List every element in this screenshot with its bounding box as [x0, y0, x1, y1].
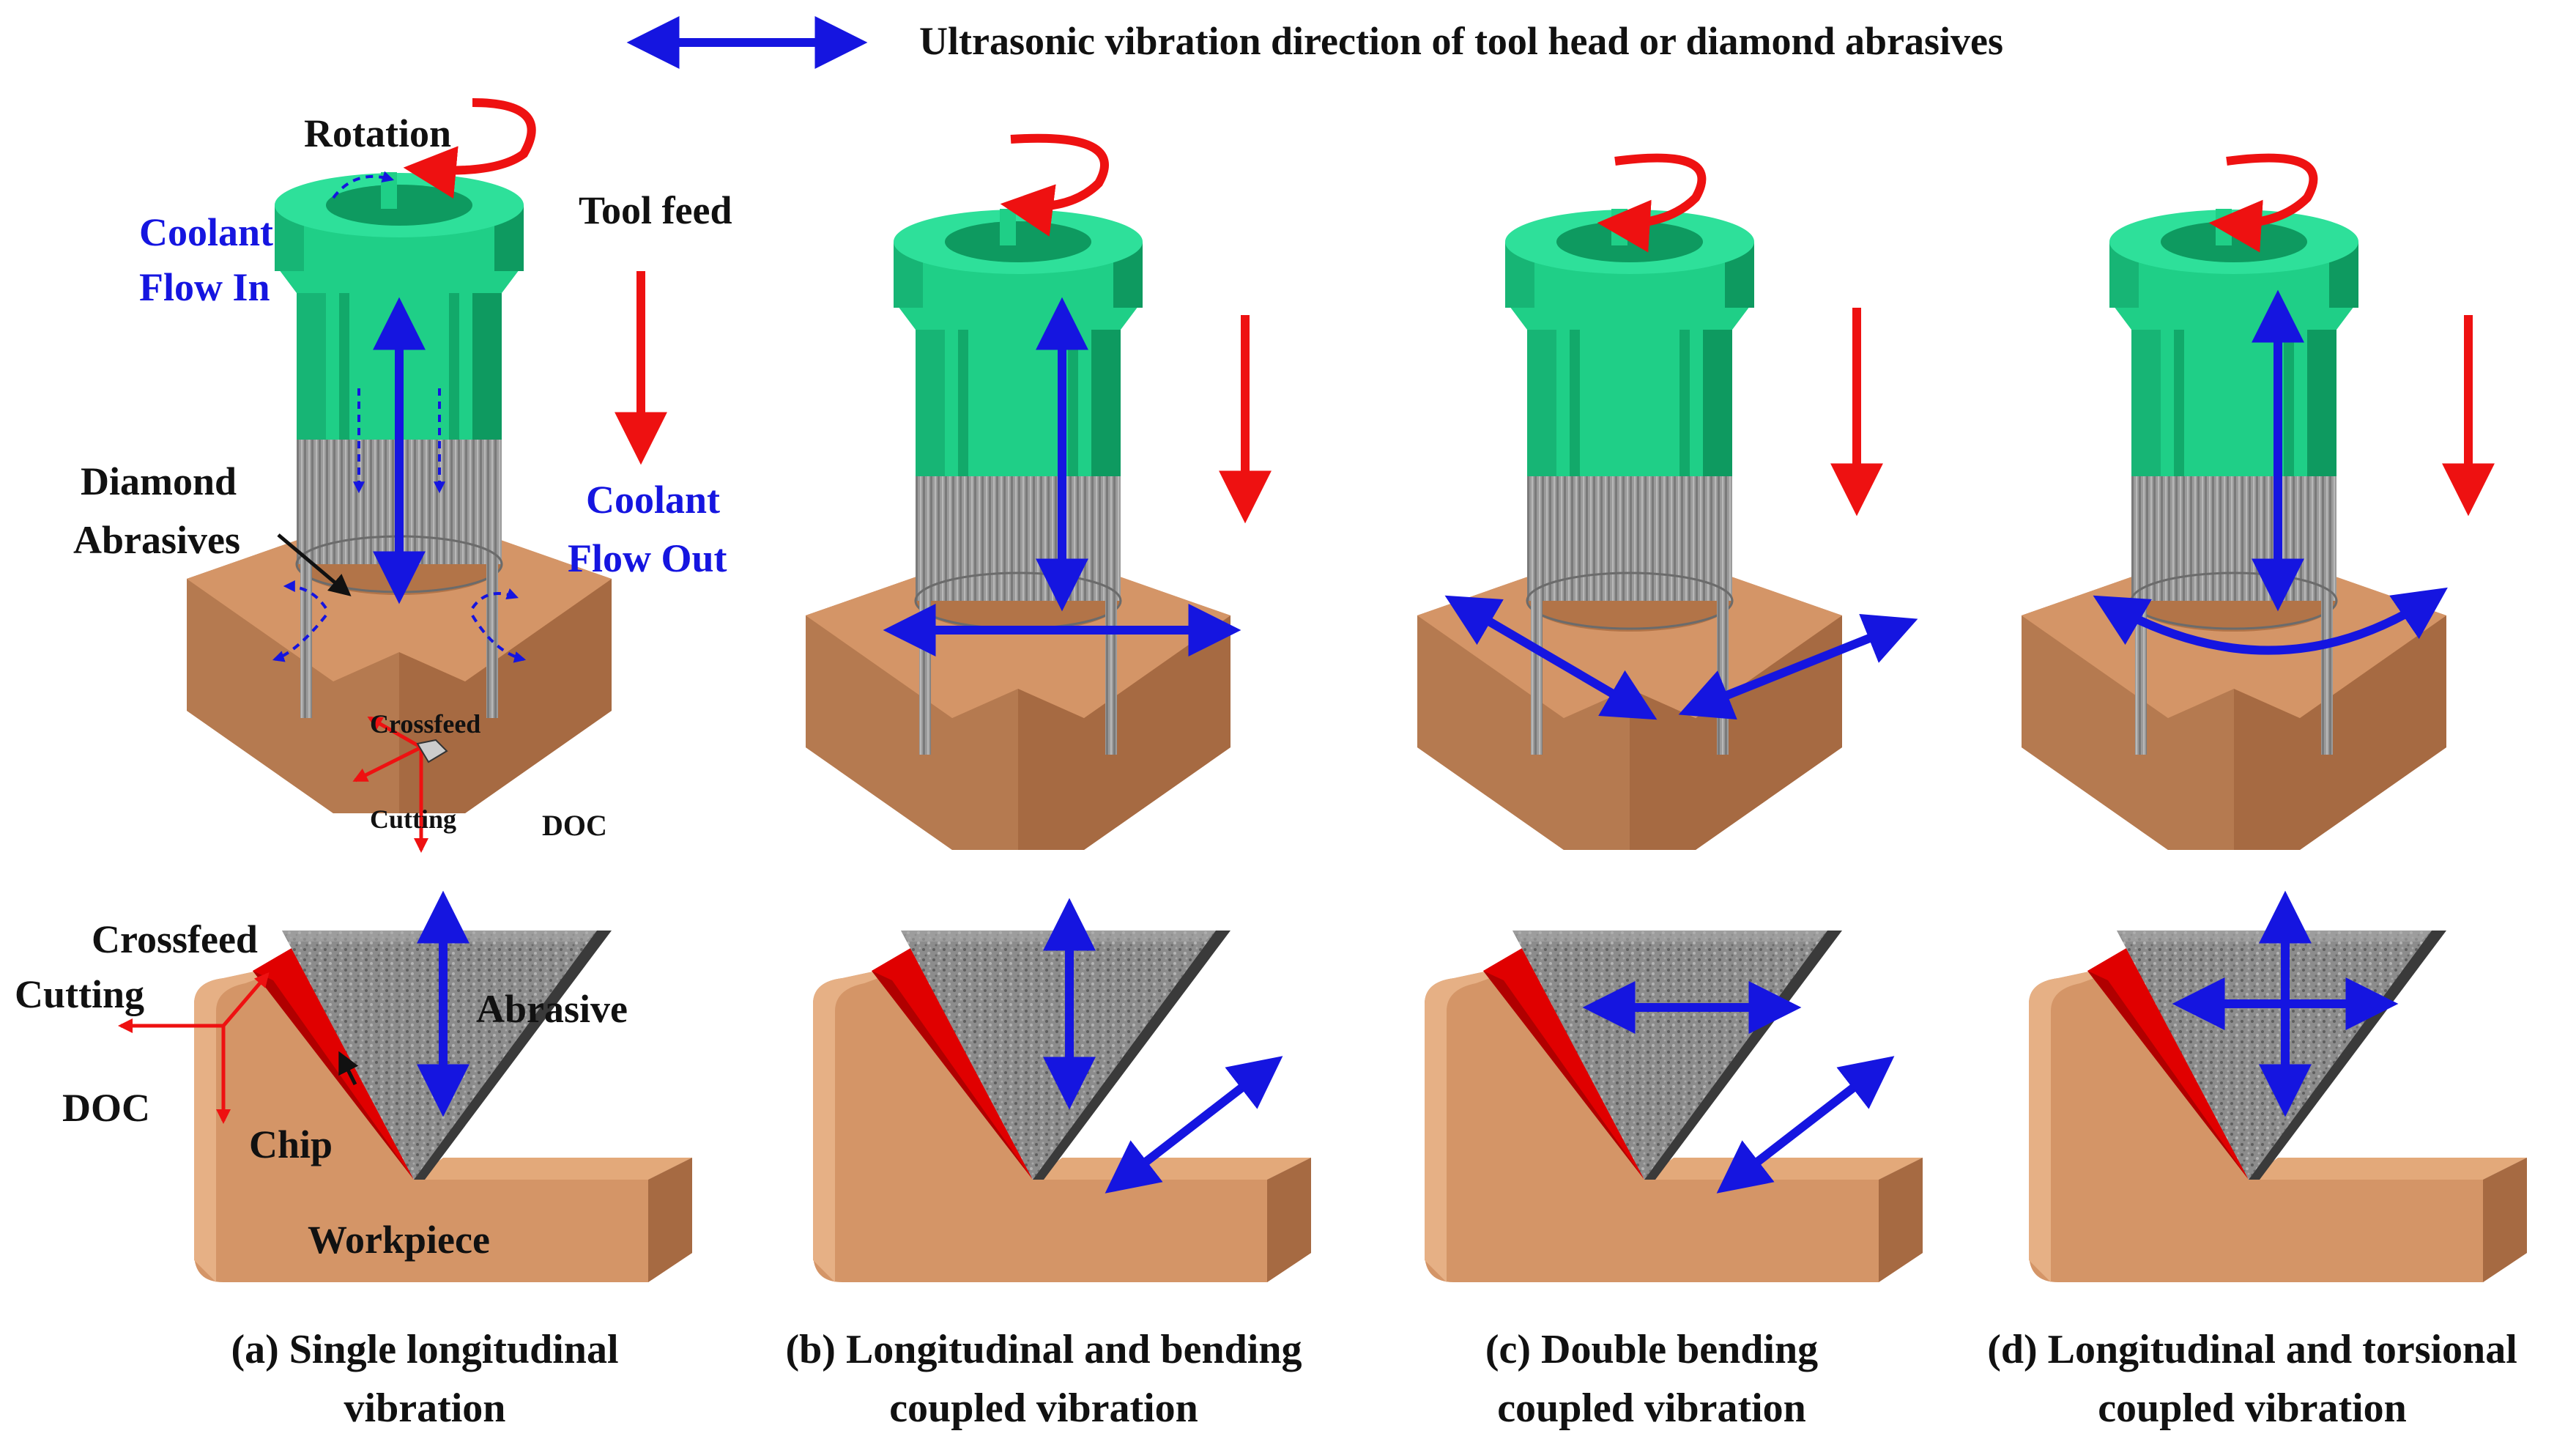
caption-a-line1: (a) Single longitudinal	[231, 1327, 618, 1372]
caption-d-line2: coupled vibration	[2098, 1386, 2407, 1431]
chip-label: Chip	[249, 1122, 333, 1166]
panel-b-top	[804, 133, 1272, 851]
workpiece-label: Workpiece	[308, 1218, 490, 1262]
caption-a-line2: vibration	[344, 1386, 506, 1431]
crossfeed-small-label: Crossfeed	[370, 709, 480, 739]
caption-c-line1: (c) Double bending	[1485, 1327, 1818, 1372]
legend-text: Ultrasonic vibration direction of tool h…	[919, 19, 2003, 63]
diamond-pointer	[277, 533, 352, 596]
caption-d-line1: (d) Longitudinal and torsional	[1987, 1327, 2517, 1372]
panel-c-bottom	[1425, 931, 1923, 1282]
doc-label: DOC	[62, 1086, 150, 1130]
panel-b-bottom	[813, 898, 1311, 1282]
rotation-label: Rotation	[304, 111, 451, 155]
caption-b-line1: (b) Longitudinal and bending	[786, 1327, 1302, 1372]
panel-c-top	[1416, 153, 1918, 851]
doc-small-label: DOC	[542, 809, 607, 842]
panel-a-bottom	[118, 890, 692, 1282]
diamond-label-1: Diamond	[81, 459, 237, 503]
coolant-in-label-2: Flow In	[139, 265, 270, 309]
coolant-out-label-1: Coolant	[586, 478, 720, 522]
abrasive-label: Abrasive	[476, 987, 628, 1031]
caption-b-line2: coupled vibration	[889, 1386, 1198, 1431]
coolant-out-label-2: Flow Out	[568, 536, 727, 580]
panel-d-bottom	[2029, 890, 2527, 1282]
diamond-label-2: Abrasives	[73, 518, 240, 562]
panel-d-top	[2020, 153, 2495, 851]
panel-a-top	[185, 98, 667, 853]
crossfeed-label: Crossfeed	[92, 917, 258, 961]
cutting-small-label: Cutting	[370, 804, 456, 834]
coolant-in-label-1: Coolant	[139, 210, 273, 254]
tool-feed-label: Tool feed	[579, 188, 732, 232]
cutting-label: Cutting	[15, 972, 144, 1016]
caption-c-line2: coupled vibration	[1497, 1386, 1806, 1431]
